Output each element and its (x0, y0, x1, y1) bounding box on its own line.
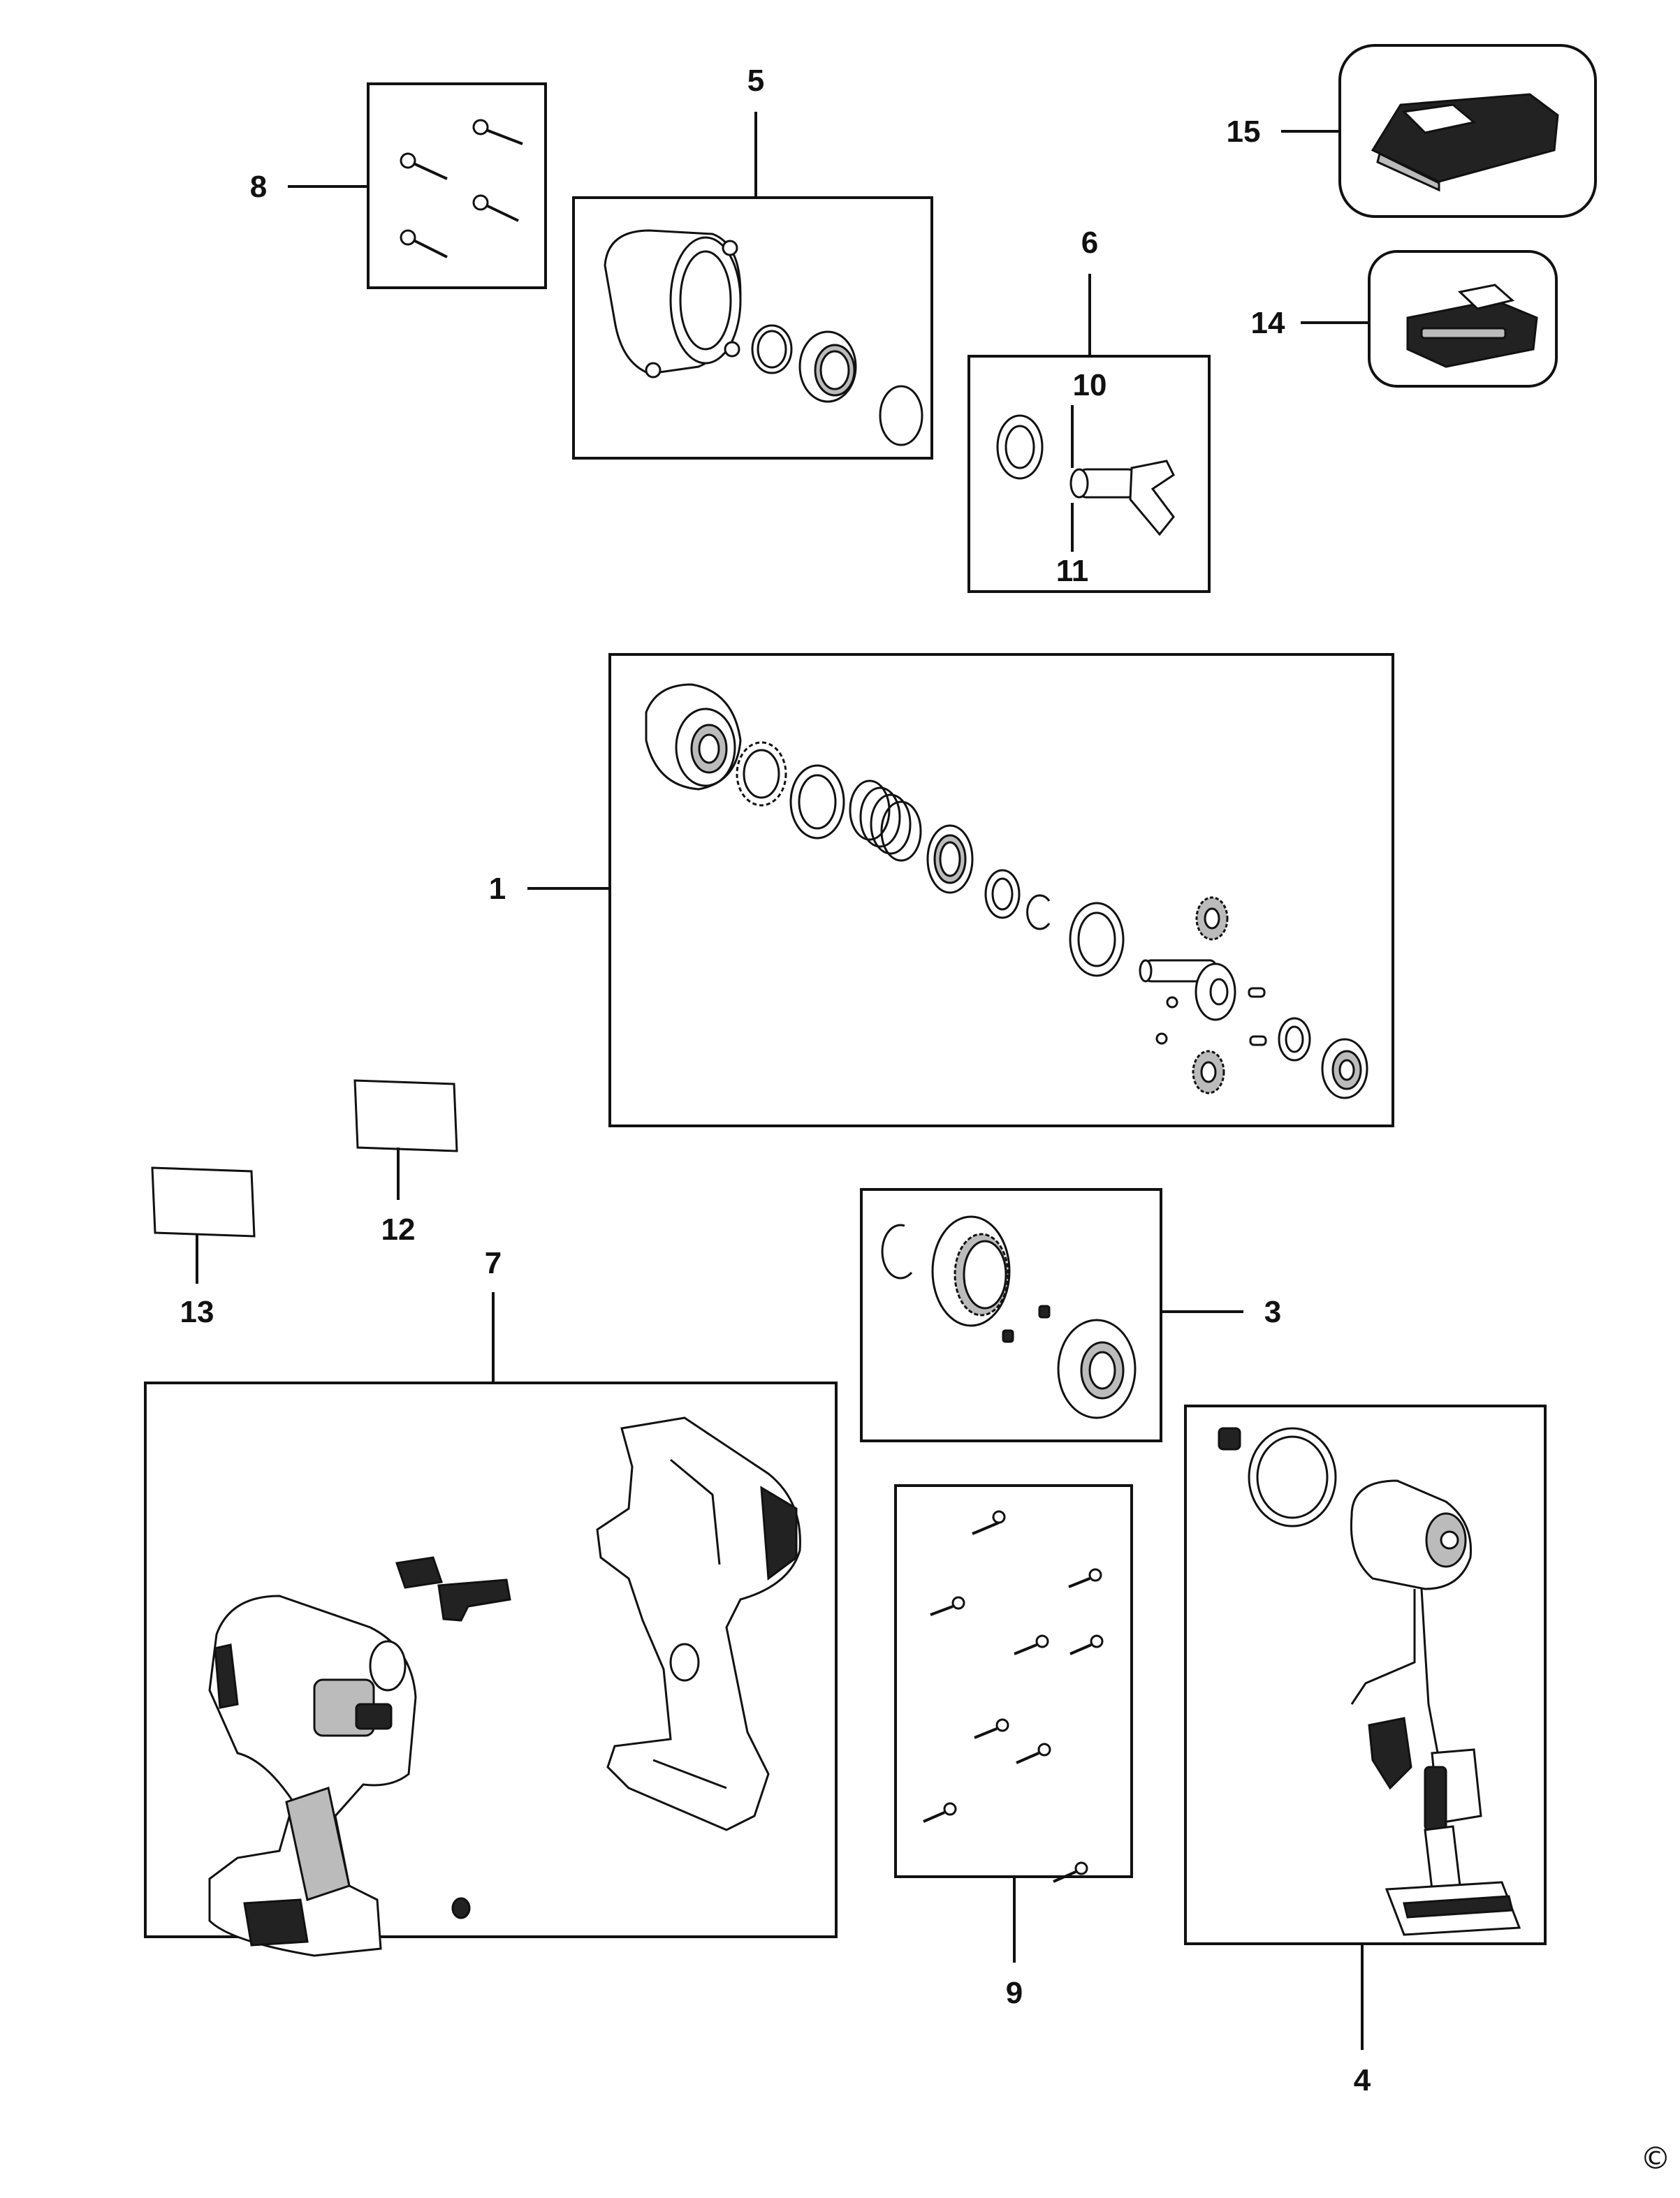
screw-icon (400, 152, 448, 180)
part-7-label: 7 (485, 1246, 502, 1280)
retaining-ring-icon (881, 1224, 913, 1280)
planet-pin-icon (1248, 987, 1266, 998)
bearing-icon (798, 330, 857, 403)
brush-holder-icon (1218, 1427, 1241, 1451)
washer-icon (996, 414, 1044, 480)
o-ring-icon (751, 324, 793, 374)
nameplate-icon (353, 1079, 458, 1152)
part-8-label: 8 (250, 170, 267, 204)
part-9-screws-group: 9 (894, 1484, 1133, 2010)
screw-icon (1016, 1743, 1051, 1764)
magnet-sleeve-icon (1248, 1427, 1337, 1527)
part-1-impact-mechanism-group: 1 (489, 653, 1394, 1127)
part-4-motor-group: 4 (1184, 1405, 1547, 2097)
part-5-box (572, 196, 933, 460)
spring-seat-icon (926, 824, 974, 894)
part-10-label: 10 (1073, 368, 1107, 402)
battery-pack-icon (1406, 284, 1538, 368)
motor-mount-icon (1057, 1319, 1137, 1419)
planet-pin-icon (1249, 1035, 1267, 1046)
retaining-ring-icon (879, 385, 923, 446)
part-8-box (367, 82, 547, 289)
screw-icon (472, 119, 523, 145)
screw-icon (1038, 1305, 1051, 1319)
part-12-label-group: 12 (353, 1079, 458, 1247)
part-1-box (608, 653, 1394, 1127)
spring-icon (849, 779, 922, 862)
motor-icon (1350, 1479, 1473, 1590)
part-5-gear-case-group: 5 (572, 64, 933, 460)
screw-icon (1002, 1329, 1014, 1343)
light-lens-icon (451, 1897, 471, 1919)
c-clip-icon (1026, 894, 1051, 930)
battery-terminal-icon (1385, 1825, 1521, 1936)
battery-charger-icon (1371, 93, 1559, 192)
part-4-box (1184, 1405, 1547, 1945)
planet-gear-icon (1192, 1050, 1225, 1094)
spindle-icon (1139, 959, 1236, 1021)
washer-icon (789, 764, 845, 840)
direction-lever-icon (437, 1578, 511, 1622)
part-6-anvil-group: 6 10 11 (967, 226, 1211, 593)
screw-icon (1069, 1634, 1104, 1655)
part-15-label: 15 (1227, 115, 1261, 149)
copyright-mark: © (1640, 2141, 1671, 2176)
switch-cap-icon (395, 1556, 444, 1589)
screw-icon (923, 1802, 957, 1823)
part-3-gear-housing-group: 3 (860, 1188, 1281, 1442)
part-14-label: 14 (1251, 306, 1285, 340)
part-1-label: 1 (489, 872, 506, 906)
part-14-box (1368, 250, 1558, 388)
screw-icon (1014, 1634, 1049, 1655)
washer-icon (1278, 1017, 1311, 1062)
anvil-icon (1069, 460, 1175, 536)
screw-icon (972, 1510, 1006, 1535)
ring-gear-icon (931, 1215, 1011, 1327)
screw-icon (974, 1718, 1009, 1739)
trigger-switch-icon (1368, 1717, 1482, 1831)
part-6-label: 6 (1081, 226, 1098, 260)
part-9-label: 9 (1006, 1976, 1023, 2010)
gear-case-housing-icon (604, 229, 742, 379)
part-4-label: 4 (1354, 2063, 1371, 2097)
part-7-box (144, 1382, 838, 1938)
screw-icon (1068, 1568, 1102, 1588)
left-housing-half-icon (208, 1595, 417, 1957)
part-15-charger-group: 15 (1227, 44, 1597, 218)
part-14-battery-group: 14 (1251, 250, 1558, 388)
planet-gear-icon (1195, 896, 1229, 941)
washer-icon (1069, 902, 1125, 977)
part-3-label: 3 (1264, 1295, 1281, 1329)
part-5-label: 5 (747, 64, 764, 98)
ball-bearing-ring-icon (736, 741, 787, 807)
wire-icon (1350, 1588, 1440, 1761)
right-housing-half-icon (596, 1416, 801, 1831)
screw-icon (930, 1596, 965, 1616)
part-7-housing-group: 7 (144, 1246, 838, 1957)
steel-ball-icon (1155, 1032, 1168, 1045)
screw-icon (400, 229, 448, 258)
part-13-label: 13 (180, 1295, 214, 1329)
hammer-icon (645, 683, 742, 791)
part-11-label: 11 (1056, 554, 1089, 588)
nameplate-icon (151, 1166, 256, 1238)
part-13-label-group: 13 (151, 1166, 256, 1329)
screw-icon (1053, 1861, 1088, 1883)
part-8-screws-group: 8 (250, 82, 547, 289)
part-3-box (860, 1188, 1162, 1442)
part-12-label: 12 (381, 1212, 416, 1247)
washer-icon (984, 869, 1021, 919)
screw-icon (472, 194, 519, 222)
bearing-icon (1321, 1038, 1368, 1099)
steel-ball-icon (1166, 996, 1178, 1009)
